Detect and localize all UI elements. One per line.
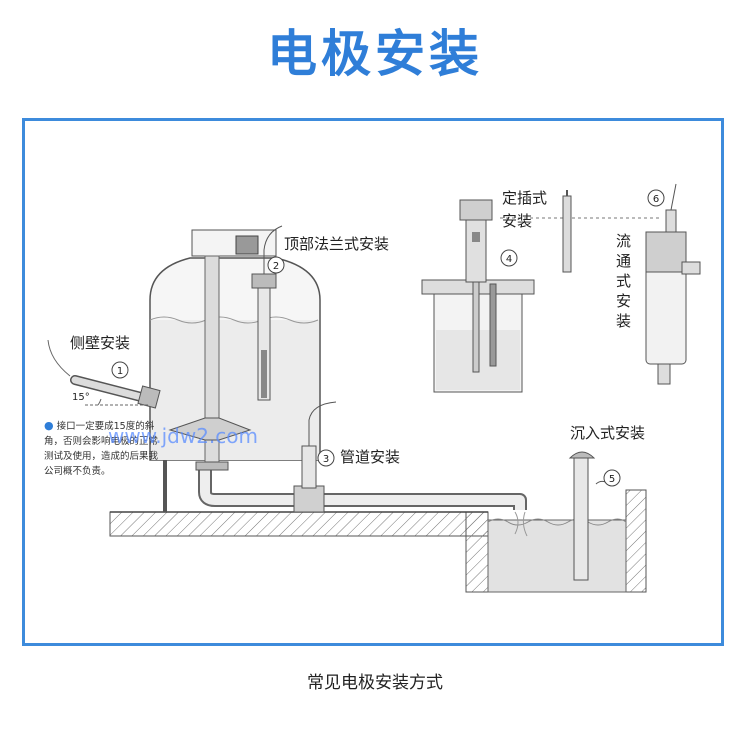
electrode-pipeline: [301, 401, 337, 489]
note-bullet: ●: [44, 419, 54, 432]
label-insertion-line2: 安装: [502, 212, 532, 230]
marker-4: 4: [500, 249, 518, 267]
marker-1-label: 1: [117, 366, 123, 377]
label-insertion-line1: 定插式: [502, 189, 547, 207]
marker-3-label: 3: [323, 454, 329, 465]
marker-2: 2: [267, 256, 285, 274]
angle-label: 15°: [72, 392, 90, 403]
label-pipeline: 管道安装: [340, 448, 400, 466]
label-flow-through-4: 装: [616, 312, 631, 330]
marker-3: 3: [317, 449, 335, 467]
electrode-side-wall: [47, 339, 161, 409]
label-top-flange: 顶部法兰式安装: [284, 235, 389, 253]
marker-6: 6: [647, 189, 665, 207]
label-immersion: 沉入式安装: [570, 424, 645, 442]
label-flow-through-0: 流: [616, 232, 631, 250]
electrode-insertion: [421, 199, 660, 393]
marker-5: 5: [603, 469, 621, 487]
marker-6-label: 6: [653, 194, 659, 205]
insertion-electrode-probe: [562, 190, 572, 273]
electrode-flow-through: [645, 183, 701, 385]
watermark: www.jdw2.com: [108, 424, 258, 448]
electrode-top-flange: [251, 225, 283, 401]
label-flow-through-2: 式: [616, 272, 631, 290]
tank: [149, 229, 321, 512]
installation-note: ● 接口一定要成15度的斜角，否则会影响电极的正常测试及使用，造成的后果我公司概…: [44, 418, 160, 479]
page-title: 电极安装: [267, 25, 483, 83]
electrode-immersion: [568, 451, 607, 581]
marker-2-label: 2: [273, 261, 279, 272]
label-side-wall: 侧壁安装: [70, 334, 130, 352]
label-flow-through-3: 安: [616, 292, 631, 310]
caption: 常见电极安装方式: [307, 673, 443, 693]
marker-1: 1: [111, 361, 129, 379]
marker-5-label: 5: [609, 474, 615, 485]
marker-4-label: 4: [506, 254, 512, 265]
pipe: [195, 461, 528, 537]
label-flow-through-1: 通: [616, 252, 631, 270]
note-text: 接口一定要成15度的斜角，否则会影响电极的正常测试及使用，造成的后果我公司概不负…: [44, 421, 159, 477]
pool: [487, 518, 627, 593]
